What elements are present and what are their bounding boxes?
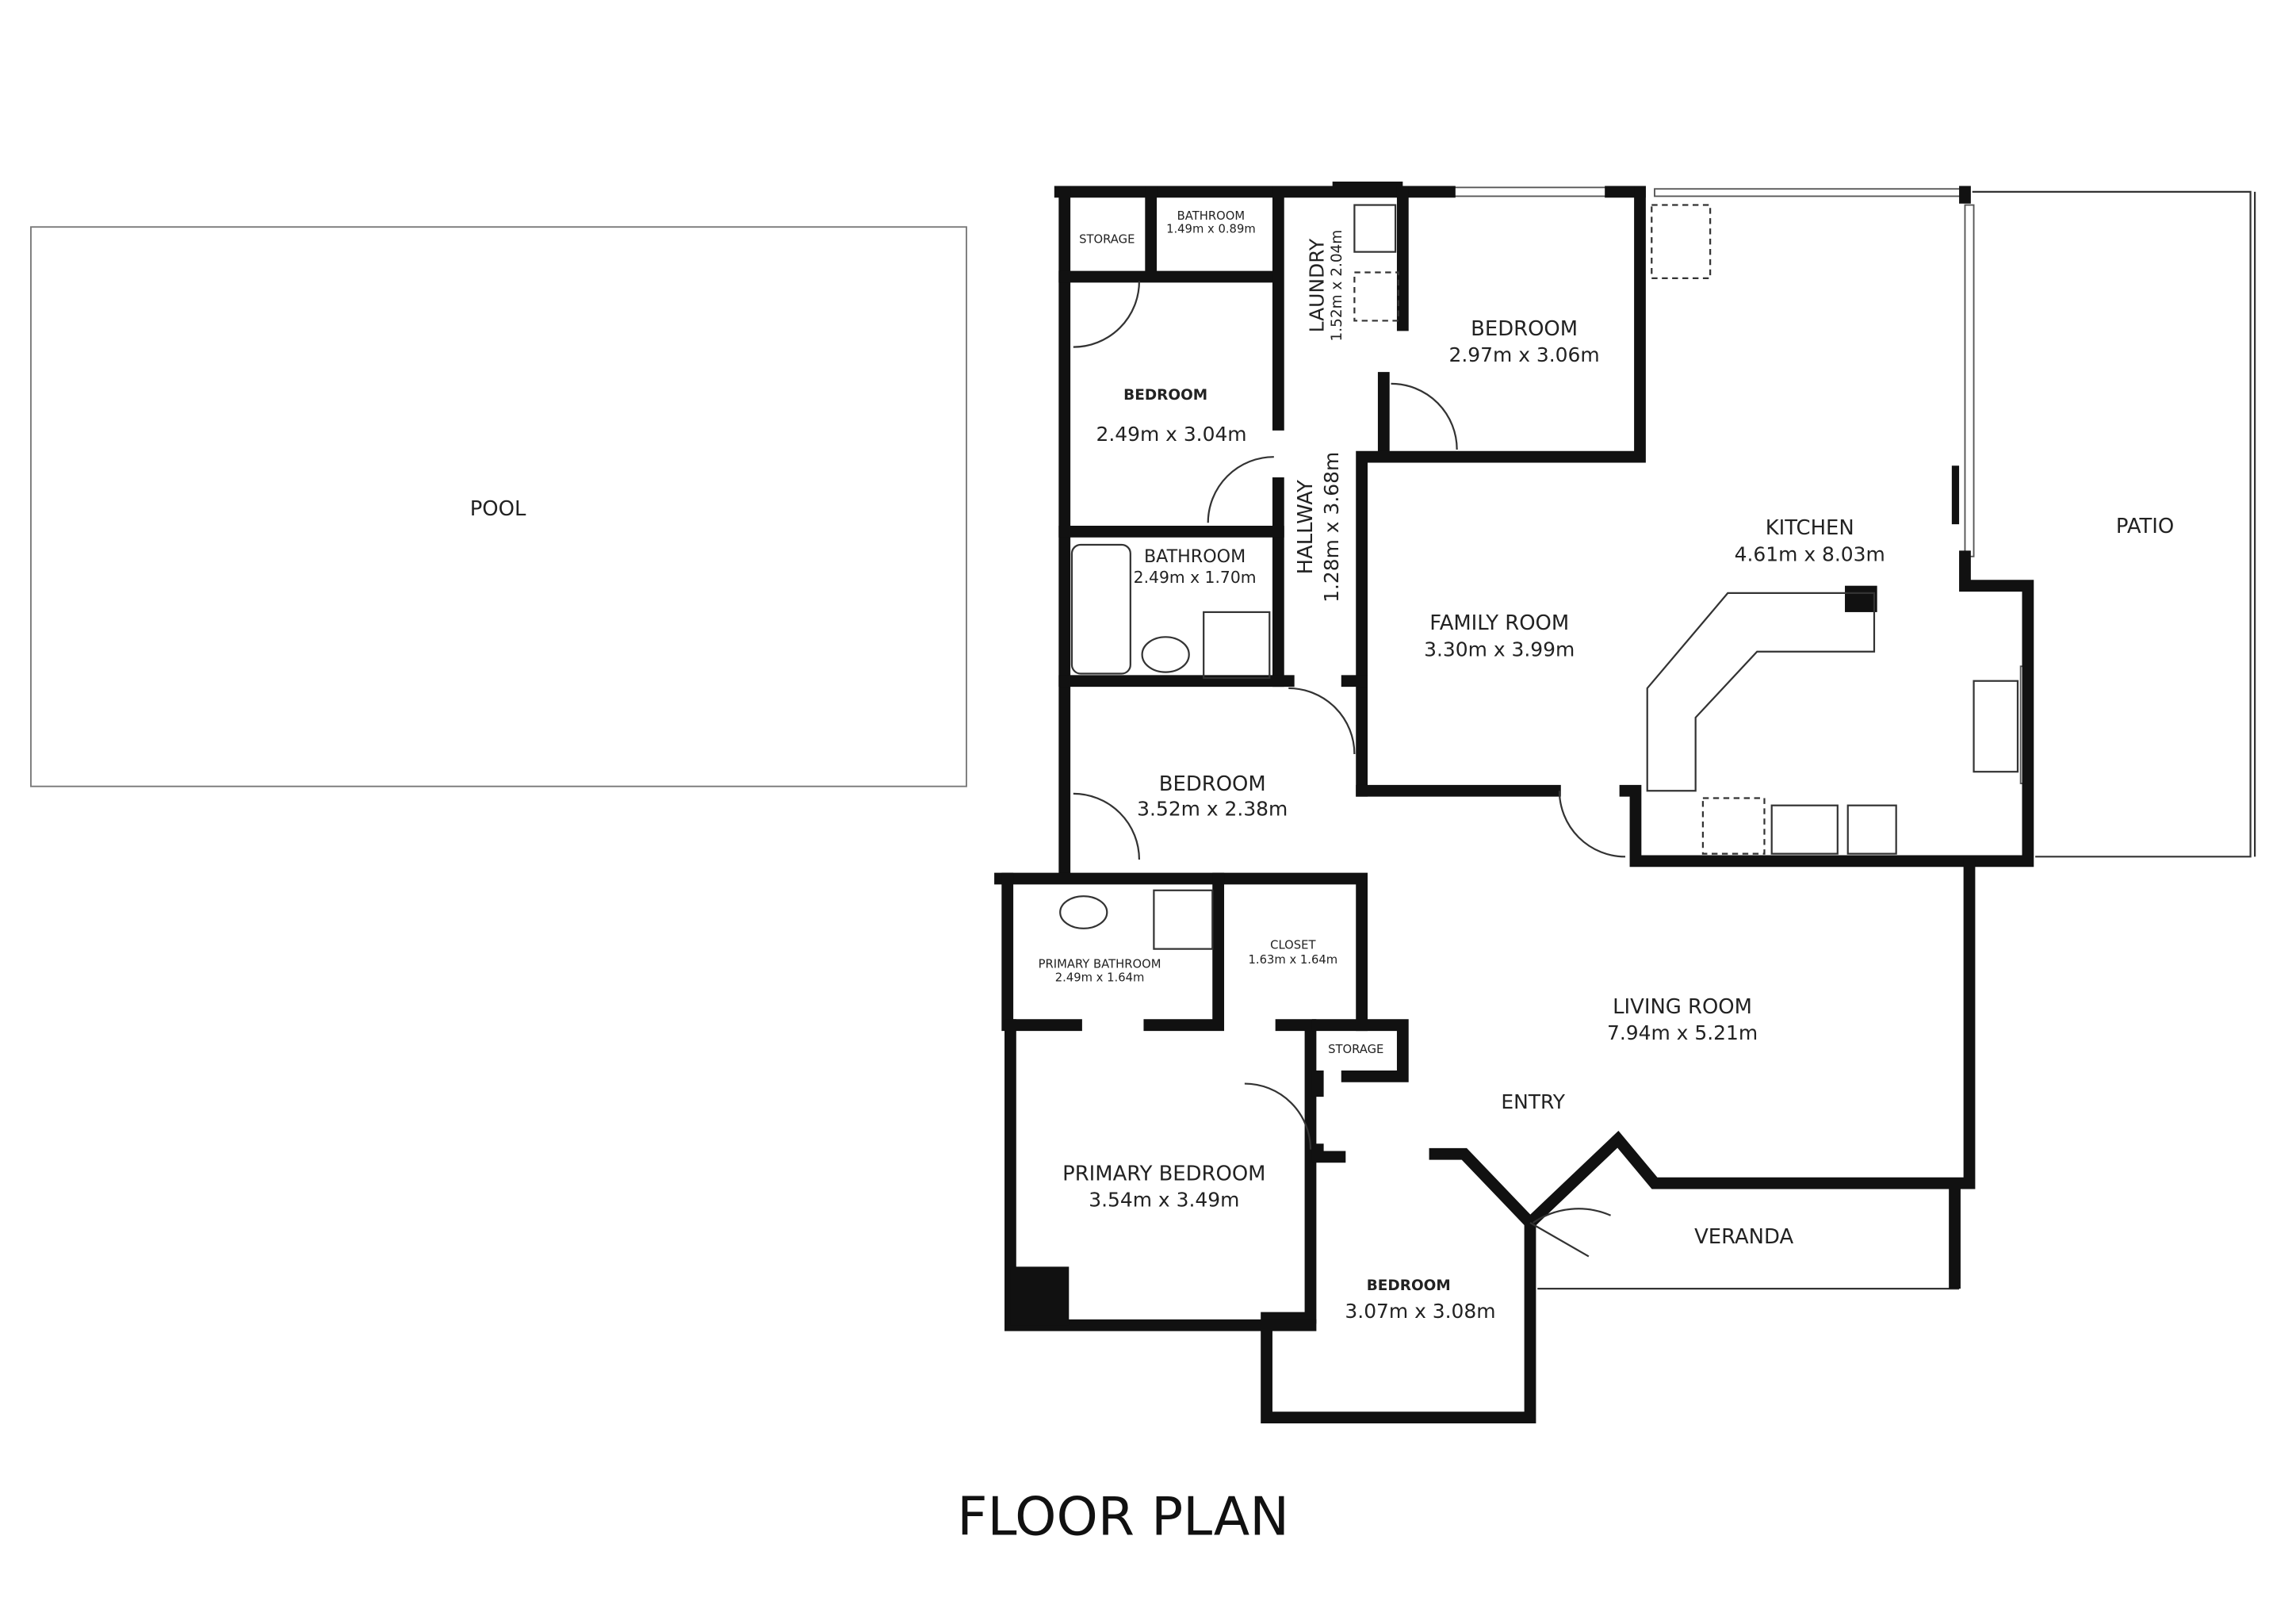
pool-outline [30, 226, 967, 787]
hallway-label: HALLWAY [1294, 480, 1318, 574]
living-room-size: 7.94m x 5.21m [1607, 1021, 1758, 1044]
laundry-label: LAUNDRY [1306, 238, 1329, 332]
kitchen-label: KITCHEN [1766, 516, 1854, 540]
patio-outline [1972, 190, 2256, 858]
bedroom-bottom-label: BEDROOM [1367, 1277, 1451, 1294]
bedroom-mid-label: BEDROOM [1159, 772, 1266, 796]
entry-label: ENTRY [1501, 1090, 1565, 1113]
bathroom-size: 2.49m x 1.70m [1134, 568, 1257, 587]
kitchen-size: 4.61m x 8.03m [1735, 542, 1885, 565]
bedroom-left-label: BEDROOM [1123, 387, 1207, 404]
family-room-size: 3.30m x 3.99m [1424, 638, 1575, 661]
patio-label: PATIO [2116, 515, 2174, 538]
primary-bathroom-label: PRIMARY BATHROOM [1039, 958, 1161, 971]
bedroom-top-size: 2.97m x 3.06m [1449, 343, 1600, 366]
living-room-label: LIVING ROOM [1613, 995, 1752, 1019]
closet-size: 1.63m x 1.64m [1248, 953, 1337, 967]
bedroom-top-label: BEDROOM [1471, 317, 1578, 341]
room-labels: STORAGE BATHROOM 1.49m x 0.89m LAUNDRY 1… [1039, 209, 1885, 1323]
laundry-size: 1.52m x 2.04m [1329, 230, 1345, 342]
closet-label: CLOSET [1270, 939, 1316, 952]
primary-bathroom-size: 2.49m x 1.64m [1055, 971, 1145, 984]
veranda-label: VERANDA [1694, 1225, 1793, 1249]
primary-bedroom-size: 3.54m x 3.49m [1089, 1189, 1239, 1212]
primary-bedroom-label: PRIMARY BEDROOM [1062, 1162, 1265, 1185]
bathroom-small-label: BATHROOM [1177, 209, 1245, 223]
bedroom-mid-size: 3.52m x 2.38m [1137, 798, 1288, 821]
family-room-label: FAMILY ROOM [1429, 611, 1569, 635]
pool-label: POOL [470, 497, 526, 521]
plan-title: FLOOR PLAN [957, 1485, 1289, 1547]
hallway-size: 1.28m x 3.68m [1320, 452, 1343, 603]
bathroom-small-size: 1.49m x 0.89m [1166, 223, 1256, 236]
walls [994, 186, 2034, 1424]
bathroom-label: BATHROOM [1144, 546, 1246, 567]
bedroom-bottom-size: 3.07m x 3.08m [1345, 1300, 1495, 1323]
storage-top-label: STORAGE [1079, 233, 1135, 247]
bedroom-left-size: 2.49m x 3.04m [1096, 423, 1246, 446]
storage-mid-label: STORAGE [1328, 1043, 1383, 1056]
fixtures [1059, 204, 2019, 1258]
